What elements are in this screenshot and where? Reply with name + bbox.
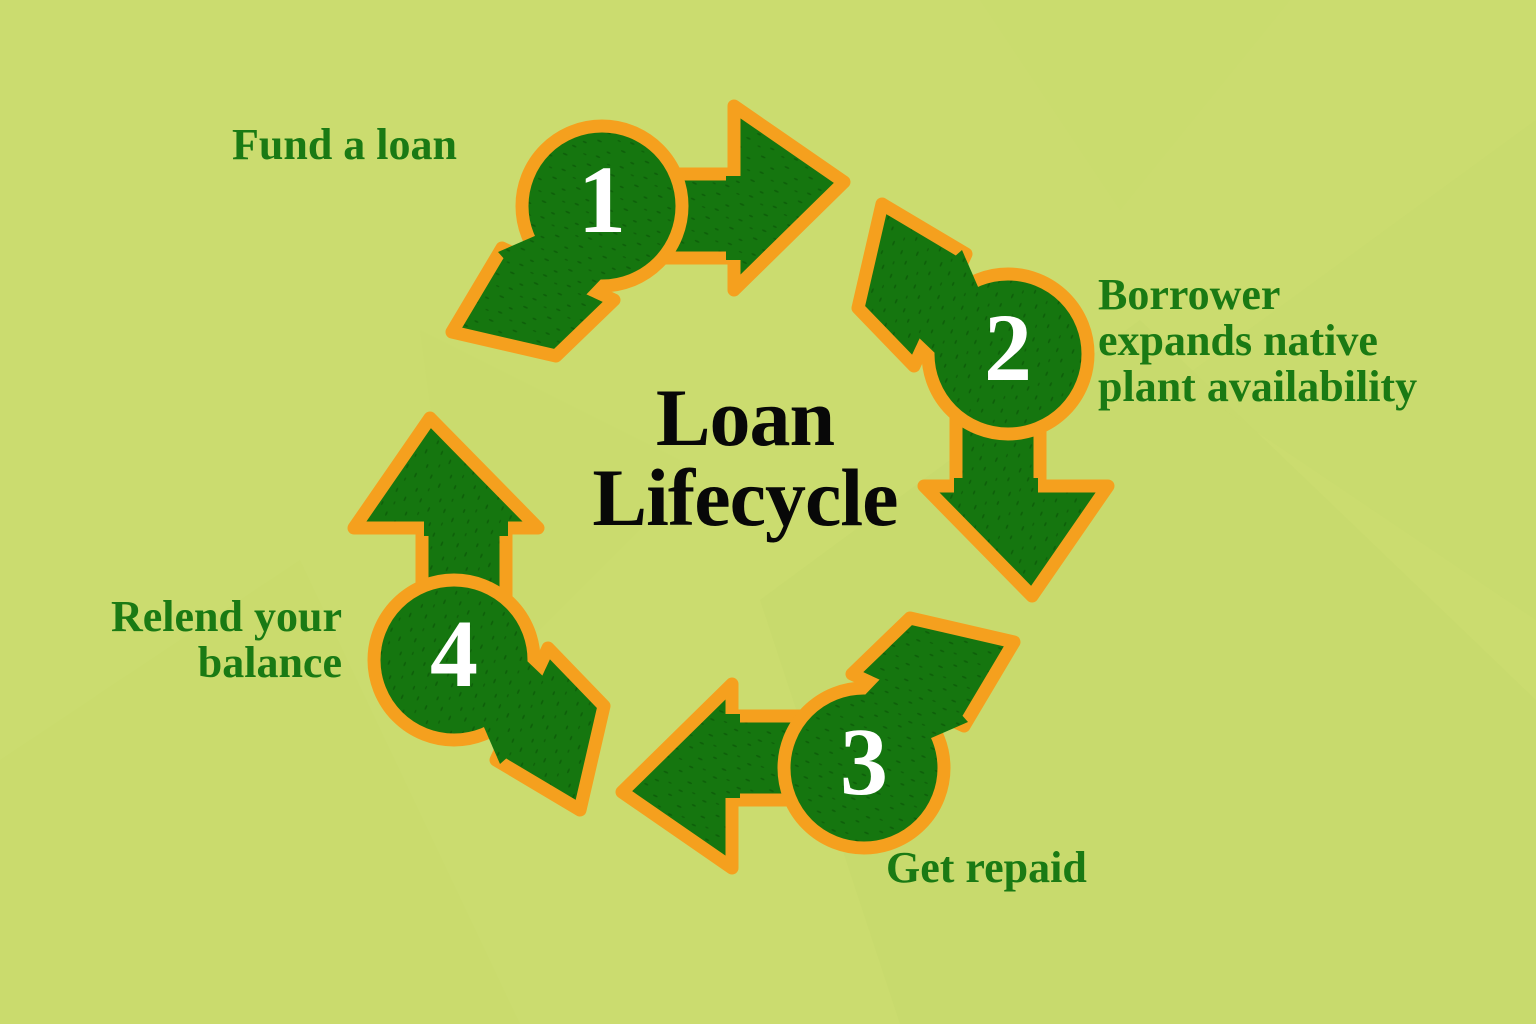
step-3-number: 3 bbox=[840, 708, 888, 815]
step-4-number: 4 bbox=[430, 600, 478, 707]
step-3-label: Get repaid bbox=[886, 843, 1087, 892]
step-2-label: Borrower expands native plant availabili… bbox=[1098, 270, 1418, 411]
cycle-step-1: 1 bbox=[445, 99, 851, 363]
step-1-label: Fund a loan bbox=[232, 120, 457, 169]
cycle-step-3: 3 bbox=[615, 611, 1021, 875]
cycle-step-4: 4 bbox=[347, 411, 611, 817]
step-2-number: 2 bbox=[984, 294, 1032, 401]
diagram-title: Loan Lifecycle bbox=[592, 372, 898, 544]
cycle-step-2: 2 bbox=[851, 197, 1115, 603]
step-1-number: 1 bbox=[578, 146, 626, 253]
step-4-label: Relend your balance bbox=[111, 592, 342, 687]
